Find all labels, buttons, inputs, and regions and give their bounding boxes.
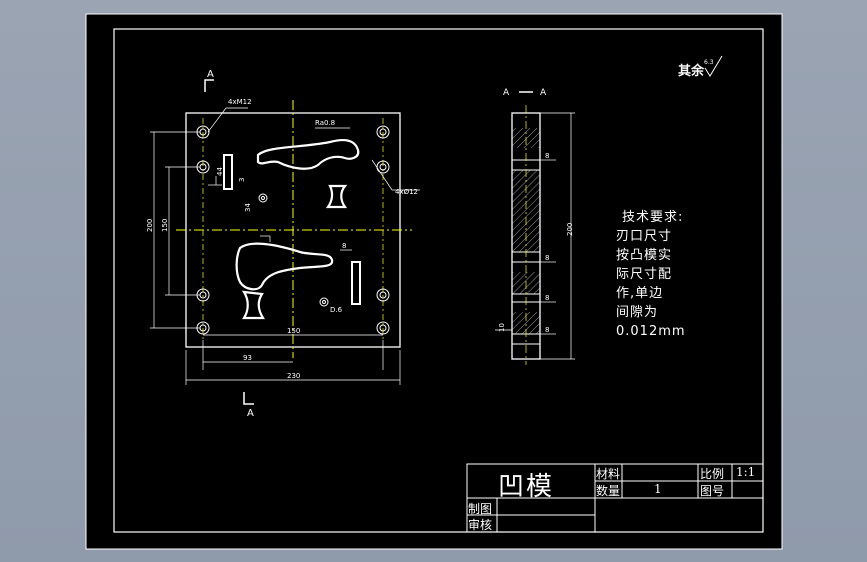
section-dim-height: 200 xyxy=(566,223,574,236)
section-letter-bottom: A xyxy=(247,408,254,419)
cavity-upper-small xyxy=(325,184,348,209)
roughness-mark xyxy=(704,55,723,77)
section-dim-left: 10 xyxy=(498,323,506,332)
section-dim-r1: 8 xyxy=(545,152,549,160)
section-dim-r2: 8 xyxy=(545,254,549,262)
dim-150-left: 150 xyxy=(161,219,169,232)
cavity-lower-small xyxy=(241,290,265,320)
cavity-upper xyxy=(256,139,360,170)
dim-3: 3 xyxy=(238,178,246,182)
roughness-note: 其余 xyxy=(678,63,705,79)
quantity-label: 数量 xyxy=(596,484,621,498)
top-note: Ra0.8 xyxy=(315,119,335,127)
cavity-lower xyxy=(235,242,334,291)
section-marks xyxy=(204,79,254,405)
section-title-left: A xyxy=(503,88,510,98)
roughness-value: 6.3 xyxy=(704,59,714,66)
section-dim-r3: 8 xyxy=(545,294,549,302)
section-view xyxy=(495,91,575,365)
drawing-no-label: 图号 xyxy=(700,484,725,498)
dim-93: 93 xyxy=(243,354,252,362)
tech-heading: 技术要求: xyxy=(622,210,684,225)
hole-callout-right: 4xØ12 xyxy=(395,188,418,196)
dim-44: 44 xyxy=(216,167,224,176)
title-block-lines xyxy=(466,463,764,533)
drawing-sheet xyxy=(86,14,782,549)
title-block-name: 凹模 xyxy=(498,472,555,502)
tech-line: 作,单边 xyxy=(616,286,664,301)
outer-border xyxy=(85,13,783,550)
tech-requirements: 技术要求: 刃口尺寸 按凸模实 际尺寸配 作,单边 间隙为 0.012mm xyxy=(616,208,686,341)
tech-line: 0.012mm xyxy=(616,324,686,339)
tech-line: 际尺寸配 xyxy=(616,267,673,282)
front-dim-text: 4xM12 4xØ12 Ra0.8 200 150 44 3 34 8 D.6 … xyxy=(146,98,418,380)
section-title: A A xyxy=(503,88,547,98)
checked-label: 审核 xyxy=(468,518,493,532)
section-title-right: A xyxy=(540,88,547,98)
inner-border xyxy=(113,28,764,533)
quantity-value: 1 xyxy=(654,482,662,496)
scale-value: 1:1 xyxy=(736,465,756,479)
dim-200-left: 200 xyxy=(146,219,154,232)
dim-230: 230 xyxy=(287,372,300,380)
dim-d6: D.6 xyxy=(330,306,343,314)
dim-8: 8 xyxy=(342,242,346,250)
slot-left xyxy=(223,154,233,190)
tech-line: 按凸模实 xyxy=(616,248,673,263)
front-dimensions xyxy=(150,107,420,385)
front-view xyxy=(150,79,420,405)
slot-right xyxy=(351,261,361,305)
drawn-label: 制图 xyxy=(468,502,493,516)
dim-150-bottom: 150 xyxy=(287,327,300,335)
section-letters: A A xyxy=(207,69,254,419)
section-letter-top: A xyxy=(207,69,214,80)
material-label: 材料 xyxy=(596,467,621,481)
pilot-hole-top xyxy=(258,193,268,203)
pilot-hole-bottom xyxy=(319,297,329,307)
dim-34: 34 xyxy=(244,203,252,212)
tech-line: 间隙为 xyxy=(616,305,659,320)
hole-callout-top: 4xM12 xyxy=(228,98,252,106)
tech-line: 刃口尺寸 xyxy=(616,229,673,244)
section-dim-text: 200 8 8 8 8 10 xyxy=(498,152,574,334)
scale-label: 比例 xyxy=(700,467,725,481)
section-dim-r4: 8 xyxy=(545,326,549,334)
